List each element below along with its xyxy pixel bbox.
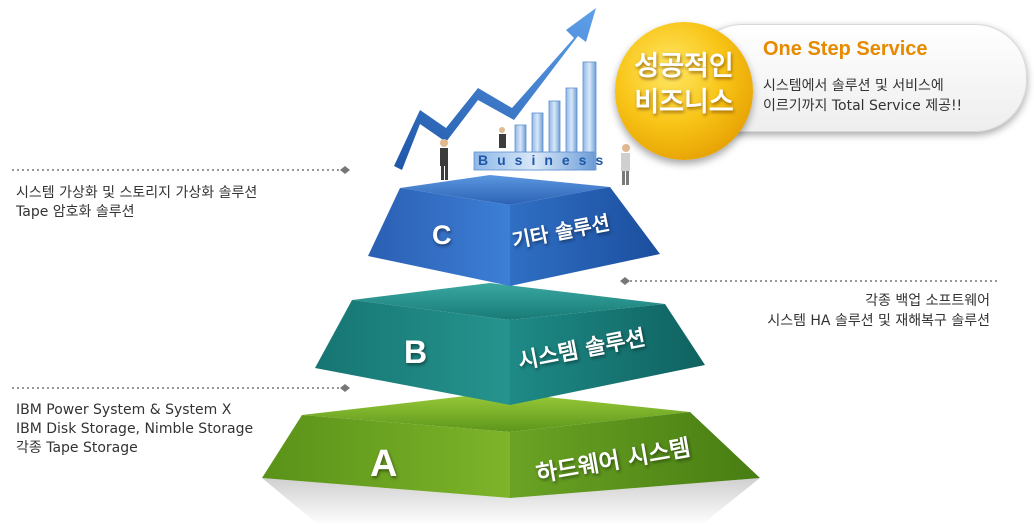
note-b-line2: 시스템 HA 솔루션 및 재해복구 솔루션 [767, 313, 990, 329]
business-word: Business [478, 152, 613, 168]
leader-diamond-a [340, 384, 350, 392]
tier-b-letter: B [404, 334, 428, 370]
callout-line2: 이르기까지 Total Service 제공!! [763, 98, 963, 114]
tier-c-top [400, 175, 610, 205]
pyramid-base-shadow [262, 478, 760, 526]
leader-diamond-b [620, 277, 630, 285]
tier-c-letter: C [432, 220, 452, 250]
note-a-line2: IBM Disk Storage, Nimble Storage [16, 421, 254, 437]
callout-line1: 시스템에서 솔루션 및 서비스에 [763, 78, 944, 94]
tier-a-right-face [510, 412, 760, 498]
tier-b-top [352, 283, 665, 320]
leader-diamond-c [340, 166, 350, 174]
note-b-line1: 각종 백업 소프트웨어 [865, 293, 990, 309]
callout-title: One Step Service [763, 38, 928, 60]
businessman-figures [440, 127, 630, 185]
tier-c-left-face [368, 188, 510, 286]
badge-line2: 비즈니스 [634, 87, 734, 118]
tier-b-left-face [315, 300, 510, 405]
note-c-line1: 시스템 가상화 및 스토리지 가상화 솔루션 [16, 185, 258, 201]
note-c-line2: Tape 암호화 솔루션 [16, 204, 135, 220]
growth-arrow [394, 8, 596, 170]
tier-c-right-face [510, 187, 660, 286]
tier-a-left-face [262, 415, 510, 498]
note-a-line3: 각종 Tape Storage [16, 440, 138, 456]
tier-b-right-face [510, 304, 705, 405]
note-a-line1: IBM Power System & System X [16, 402, 232, 418]
success-badge [615, 22, 753, 160]
business-blocks [473, 151, 595, 171]
badge-line1: 성공적인 [634, 51, 734, 82]
tier-a-letter: A [370, 443, 398, 485]
tier-a-top [302, 392, 690, 432]
